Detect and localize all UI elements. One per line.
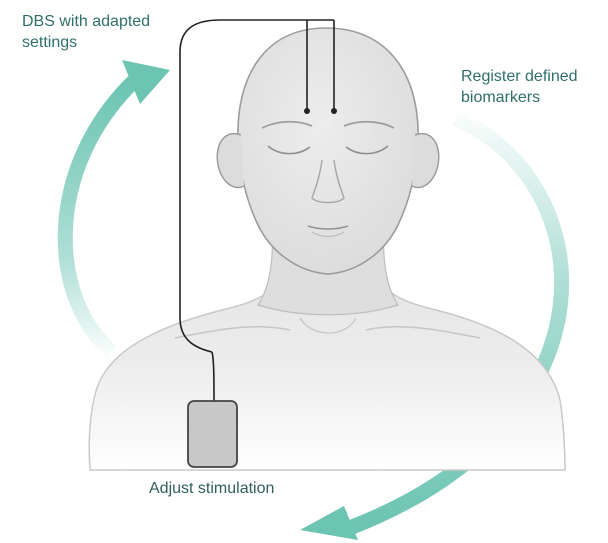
electrode-tip-right (331, 108, 337, 114)
pulse-generator-device (188, 401, 237, 467)
label-adjust-text: Adjust stimulation (149, 478, 274, 499)
label-register-line1: Register defined (461, 66, 578, 87)
right-arrowhead (300, 506, 358, 540)
label-dbs-line1: DBS with adapted (22, 11, 150, 32)
label-dbs-adapted-settings: DBS with adapted settings (22, 11, 150, 53)
label-register-line2: biomarkers (461, 87, 578, 108)
label-register-biomarkers: Register defined biomarkers (461, 66, 578, 108)
label-dbs-line2: settings (22, 32, 150, 53)
left-cycle-arrow (65, 60, 170, 352)
electrode-tip-left (304, 108, 310, 114)
head (217, 28, 439, 274)
label-adjust-stimulation: Adjust stimulation (149, 478, 274, 499)
